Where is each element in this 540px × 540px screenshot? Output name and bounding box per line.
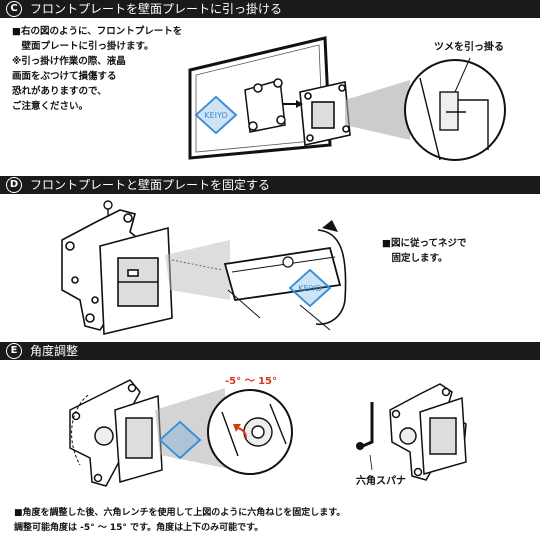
angle-range-label: -5° ～ 15° [225,376,277,387]
section-e-line: 調整可能角度は -5° ～ 15° です。角度は上下のみ可能です。 [14,523,264,533]
section-e-body: ■角度を調整した後、六角レンチを使用して上図のように六角ねじを固定します。 調整… [14,506,345,536]
section-d-header: D フロントプレートと壁面プレートを固定する [0,176,540,194]
keiyo-watermark-text: KEIYO [204,111,227,120]
hex-wrench-icon [357,402,374,450]
section-c-letter: C [6,1,22,17]
section-c-body: ■右の図のように、フロントプレートを 壁面プレートに引っ掛けます。 ※引っ掛け作… [12,24,182,114]
section-e-line: ■角度を調整した後、六角レンチを使用して上図のように六角ねじを固定します。 [14,508,346,518]
keiyo-watermark-d: KEIYO [288,268,332,308]
keiyo-watermark-e [158,420,202,460]
keiyo-watermark-text: KEIYO [298,284,321,293]
section-d-line: ■図に従ってネジで [382,238,467,249]
section-c-line: 壁面プレートに引っ掛けます。 [12,41,154,52]
section-d-body: ■図に従ってネジで 固定します。 [382,236,467,266]
section-c-title: フロントプレートを壁面プレートに引っ掛ける [30,2,283,16]
section-c-line: ※引っ掛け作業の際、液晶 [12,56,126,67]
keiyo-watermark-c: KEIYO [194,95,238,135]
section-e-letter: E [6,343,22,359]
hex-wrench-label: 六角スパナ [356,476,406,487]
section-d-line: 固定します。 [382,253,448,264]
section-e-title: 角度調整 [30,344,79,358]
section-c-callout: ツメを引っ掛る [434,42,504,53]
section-d-title: フロントプレートと壁面プレートを固定する [30,178,271,192]
section-c-line: ご注意ください。 [12,101,89,112]
section-c-line: 画面をぶつけて損傷する [12,71,117,82]
section-c-line: 恐れがありますので、 [12,86,107,97]
section-c-header: C フロントプレートを壁面プレートに引っ掛ける [0,0,540,18]
section-c-line: ■右の図のように、フロントプレートを [12,26,183,37]
section-d-letter: D [6,177,22,193]
section-e-header: E 角度調整 [0,342,540,360]
